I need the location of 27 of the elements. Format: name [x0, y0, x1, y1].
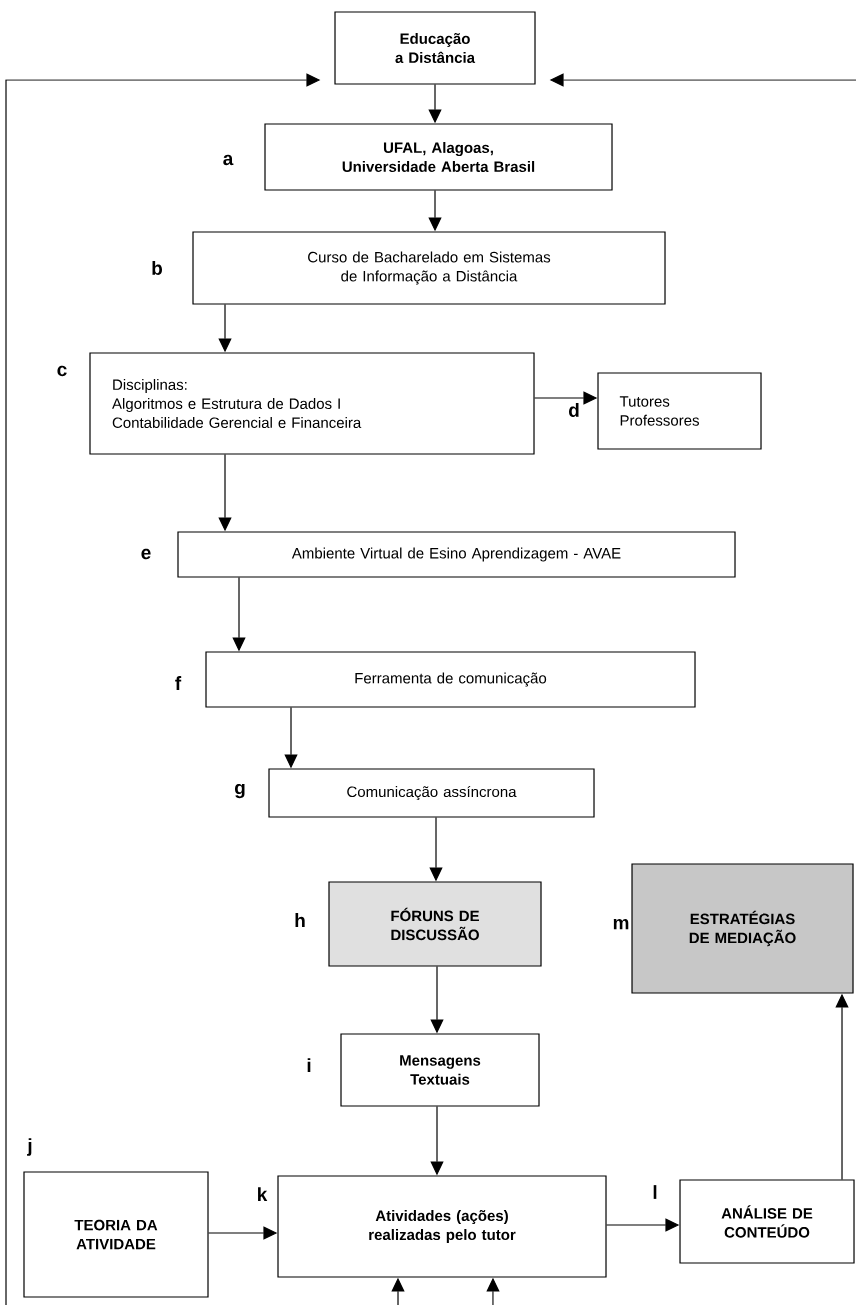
process-box: Curso de Bacharelado em Sistemas de Informação a Distância: [192, 231, 666, 305]
process-box: TEORIA DA ATIVIDADE: [23, 1171, 209, 1298]
process-box: ESTRATÉGIAS DE MEDIAÇÃO: [631, 863, 854, 994]
process-box: FÓRUNS DE DISCUSSÃO: [328, 881, 542, 967]
letter-label: g: [235, 783, 245, 799]
process-box: Tutores Professores: [597, 372, 762, 450]
process-box: Ferramenta de comunicação: [205, 651, 696, 708]
process-box: Educação a Distância: [334, 11, 536, 85]
letter-label: h: [295, 913, 305, 927]
process-box: Comunicação assíncrona: [268, 768, 595, 818]
letter-label: i: [307, 1058, 311, 1072]
letter-label: e: [141, 548, 151, 560]
process-box: Atividades (ações) realizadas pelo tutor: [277, 1175, 607, 1278]
letter-label: c: [57, 365, 67, 377]
letter-label: j: [27, 1138, 32, 1156]
process-box: ANÁLISE DE CONTEÚDO: [679, 1179, 855, 1264]
process-box: Ambiente Virtual de Esino Aprendizagem - AVAE: [177, 531, 736, 578]
letter-label: d: [569, 403, 579, 417]
letter-label: b: [152, 261, 162, 275]
letter-label: f: [175, 676, 182, 690]
letter-label: k: [258, 1187, 268, 1201]
process-box: Mensagens Textuais: [340, 1033, 540, 1107]
letter-label: a: [223, 154, 234, 166]
letter-label: l: [653, 1185, 657, 1199]
process-box: Disciplinas: Algoritmos e Estrutura de Dados I Contabilidade Gerencial e Financeira: [89, 352, 535, 455]
letter-label: m: [613, 918, 629, 930]
process-box: UFAL, Alagoas, Universidade Aberta Brasil: [264, 123, 613, 191]
